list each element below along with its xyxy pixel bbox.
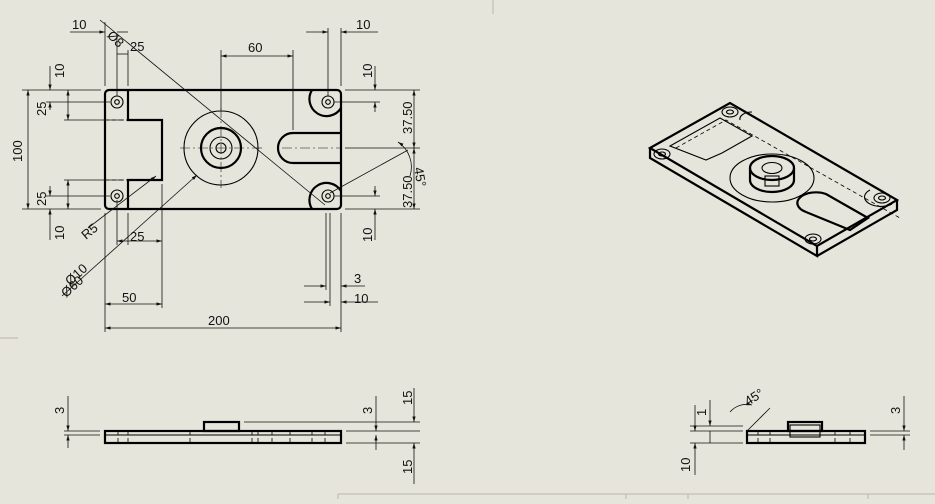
dim-side-left-3: 3	[52, 407, 67, 414]
front-view-part[interactable]	[103, 88, 343, 211]
side-view-left[interactable]	[103, 420, 343, 445]
dim-side2-left-10: 10	[678, 458, 693, 472]
dim-top-60: 60	[248, 40, 262, 55]
side-view-left-dimensions	[64, 388, 420, 484]
dim-side2-angle-45: 45°	[742, 385, 767, 408]
side-view-left-labels: 3 3 15 15	[52, 391, 415, 474]
dim-left-10-bottom: 10	[52, 226, 67, 240]
dim-top-10-right: 10	[356, 17, 370, 32]
dim-bottom-50: 50	[122, 290, 136, 305]
dim-side-right-15-bottom: 15	[400, 460, 415, 474]
dim-left-25-bottom: 25	[34, 192, 49, 206]
dim-r5: R5	[78, 220, 100, 242]
side-view-right[interactable]	[745, 420, 867, 445]
dim-side-right-3: 3	[360, 407, 375, 414]
dim-angle-45: 45°	[411, 166, 429, 188]
dim-right-37-50-top: 37.50	[400, 101, 415, 134]
dim-right-10-bottom: 10	[360, 228, 375, 242]
dim-left-10-top: 10	[52, 64, 67, 78]
isometric-view[interactable]	[647, 101, 901, 258]
dim-side2-right-3: 3	[888, 407, 903, 414]
dim-top-10-left: 10	[72, 17, 86, 32]
dim-side-right-15-top: 15	[400, 391, 415, 405]
dim-phi8: Ø8	[104, 28, 127, 51]
front-view-dimensions	[22, 19, 420, 332]
dim-left-100: 100	[10, 140, 25, 162]
dim-bottom-25: 25	[130, 229, 144, 244]
dim-side2-left-1: 1	[694, 409, 709, 416]
dim-bottom-200: 200	[208, 313, 230, 328]
dim-bottom-3: 3	[354, 271, 361, 286]
side-view-right-dimensions	[690, 396, 910, 475]
dim-left-25-top: 25	[34, 102, 49, 116]
dim-top-25: 25	[130, 39, 144, 54]
dim-bottom-10: 10	[354, 291, 368, 306]
dim-right-10-top: 10	[360, 64, 375, 78]
dim-right-37-50-bottom: 37.50	[400, 175, 415, 208]
front-view-labels: 10 Ø8 25 60 10 10 25 100 25 10 10 37.50 …	[10, 17, 429, 328]
